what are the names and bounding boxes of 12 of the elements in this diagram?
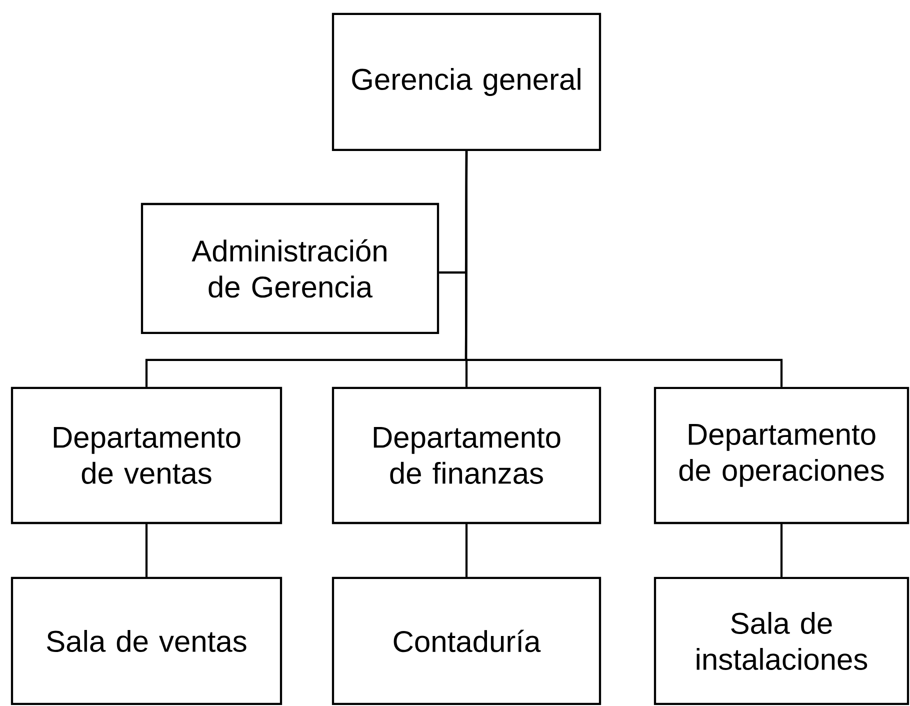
org-box: Administración de Gerencia	[140, 202, 440, 334]
connector-line	[464, 151, 783, 387]
org-box: Gerencia general	[332, 12, 602, 152]
org-box: Departamento de ventas	[10, 386, 282, 524]
connector-line	[145, 524, 148, 577]
connector-line	[780, 524, 783, 577]
org-box: Departamento de finanzas	[332, 386, 602, 524]
org-box: Contaduría	[332, 576, 602, 706]
org-box: Sala de instalaciones	[654, 576, 910, 706]
org-box: Departamento de operaciones	[654, 386, 910, 524]
org-box: Sala de ventas	[10, 576, 282, 706]
connector-line	[465, 524, 468, 577]
